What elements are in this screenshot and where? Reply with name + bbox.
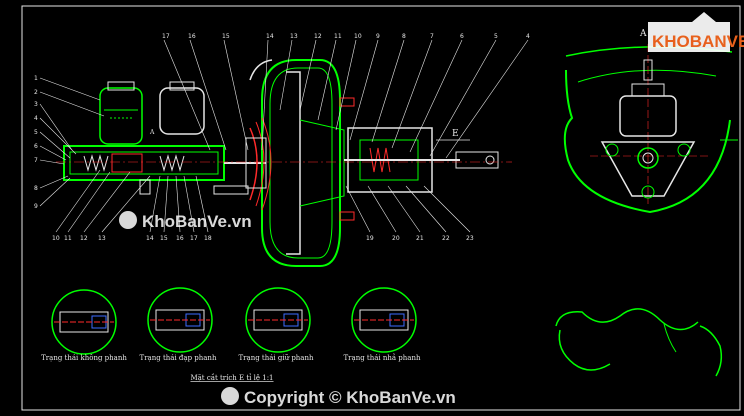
arrow-label-e: E	[452, 129, 459, 139]
drawing-frame	[21, 5, 741, 411]
callout-bottom-8: 17	[190, 235, 198, 242]
callout-top-7: 11	[334, 33, 342, 40]
callout-bottom-5: 14	[146, 235, 154, 242]
callout-left-8: 8	[34, 185, 38, 192]
state-label-no-brake: Trạng thái không phanh	[41, 354, 127, 362]
callout-left-5: 5	[34, 129, 38, 136]
state-detail-hold-brake	[245, 287, 311, 353]
watermark-bottom: Copyright © KhoBanVe.vn	[221, 387, 456, 407]
callout-left-4: 4	[34, 115, 38, 122]
logo-text: KHOBANVE	[652, 32, 744, 51]
section-caption: Mặt cắt trích E tỉ lệ 1:1	[190, 373, 273, 382]
callout-left-3: 3	[34, 101, 38, 108]
reservoir-left	[99, 81, 143, 145]
callout-left-2: 2	[34, 89, 38, 96]
watermark-mid-text: KhoBanVe.vn	[142, 212, 252, 231]
callout-top-8: 10	[354, 33, 362, 40]
callout-left-1: 1	[34, 75, 38, 82]
vacuum-booster	[245, 59, 355, 267]
section-mark-right: A	[639, 29, 647, 39]
logo-house-icon	[648, 12, 730, 52]
callout-bottom-12: 21	[416, 235, 424, 242]
state-detail-press-brake	[147, 287, 213, 353]
callouts-bottom: 10 11 12 13 14 15 16 17 18 19 20 21 22 2…	[52, 235, 474, 242]
callout-bottom-14: 23	[466, 235, 474, 242]
state-detail-no-brake	[51, 289, 117, 355]
callout-top-13: 5	[494, 33, 498, 40]
callout-left-6: 6	[34, 143, 38, 150]
callouts-left: 1 2 3 4 5 6 7 8 9	[34, 75, 38, 210]
callout-bottom-2: 11	[64, 235, 72, 242]
watermark-mid: KhoBanVe.vn	[119, 211, 252, 231]
callout-top-1: 17	[162, 33, 170, 40]
callout-top-5: 13	[290, 33, 298, 40]
state-label-release-brake: Trạng thái nhả phanh	[344, 353, 421, 362]
callout-top-4: 14	[266, 33, 274, 40]
callout-top-2: 16	[188, 33, 196, 40]
state-label-hold-brake: Trạng thái giữ phanh	[239, 354, 314, 362]
watermark-bottom-text: Copyright © KhoBanVe.vn	[244, 388, 456, 407]
callout-bottom-7: 16	[176, 235, 184, 242]
logo: KHOBANVE	[648, 12, 744, 52]
callout-top-10: 8	[402, 33, 406, 40]
callout-left-9: 9	[34, 203, 38, 210]
reservoir-right	[159, 81, 205, 135]
state-details: Trạng thái không phanh Trạng thái đạp ph…	[41, 287, 421, 382]
state-label-press-brake: Trạng thái đạp phanh	[140, 354, 217, 362]
callout-left-7: 7	[34, 157, 38, 164]
section-mark-left: A	[149, 129, 155, 136]
state-detail-release-brake	[351, 287, 417, 353]
callout-bottom-13: 22	[442, 235, 450, 242]
callout-top-6: 12	[314, 33, 322, 40]
callout-bottom-3: 12	[80, 235, 88, 242]
callout-top-12: 6	[460, 33, 464, 40]
callout-top-9: 9	[376, 33, 380, 40]
callout-bottom-1: 10	[52, 235, 60, 242]
callout-top-14: 4	[526, 33, 530, 40]
callouts-top: 17 16 15 14 13 12 11 10 9 8 7 6 5 4	[162, 33, 530, 40]
master-cylinder-assembly: 17 16 15 14 13 12 11 10 9 8 7 6 5 4 1 2 …	[34, 33, 530, 267]
callout-bottom-6: 15	[160, 235, 168, 242]
callout-bottom-9: 18	[204, 235, 212, 242]
callout-bottom-4: 13	[98, 235, 106, 242]
leader-lines	[39, 39, 529, 233]
callout-top-11: 7	[430, 33, 434, 40]
callout-bottom-10: 19	[366, 235, 374, 242]
section-view-a: A	[555, 29, 738, 377]
master-cylinder-body	[63, 145, 266, 195]
control-valve	[344, 127, 499, 193]
callout-bottom-11: 20	[392, 235, 400, 242]
callout-top-3: 15	[222, 33, 230, 40]
